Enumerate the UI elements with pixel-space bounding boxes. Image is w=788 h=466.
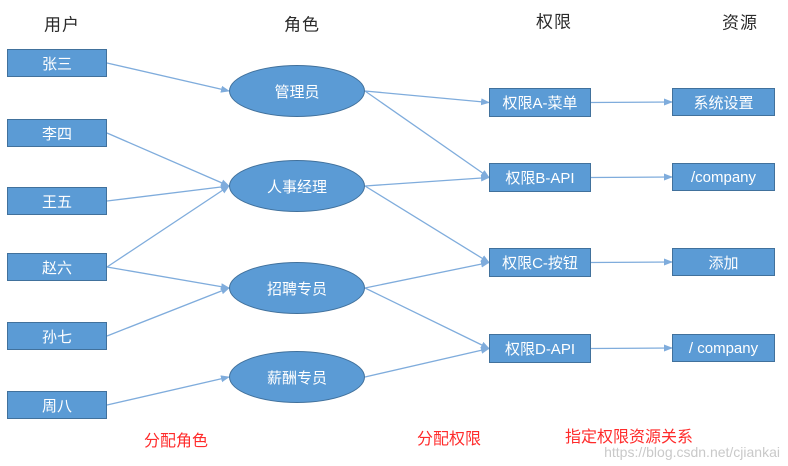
edge-user-role [106,132,230,187]
edge-user-role [106,375,230,406]
annotation-label: 分配权限 [416,431,482,448]
user-node: 周八 [7,391,107,419]
annotation-label: 指定权限资源关系 [564,429,694,446]
edge-permission-resource [590,173,673,181]
role-node: 薪酬专员 [229,351,365,403]
user-node: 赵六 [7,253,107,281]
permission-node: 权限C-按钮 [489,248,591,277]
column-header-resources: 资源 [722,13,758,33]
edge-role-permission [364,287,490,350]
edge-permission-resource [590,98,673,106]
edge-role-permission [364,90,490,179]
edge-role-permission [364,185,490,264]
role-node: 招聘专员 [229,262,365,314]
edge-user-role [106,185,230,268]
edge-user-role [106,266,230,291]
edge-role-permission [364,346,490,378]
permission-node: 权限B-API [489,163,591,192]
role-node: 管理员 [229,65,365,117]
column-header-roles: 角色 [284,15,320,35]
edge-role-permission [364,260,490,289]
resource-node: /company [672,163,775,191]
edge-role-permission [364,174,490,187]
resource-node: / company [672,334,775,362]
user-node: 李四 [7,119,107,147]
edge-user-role [106,62,230,93]
watermark: https://blog.csdn.net/cjiankai [604,444,780,460]
permission-node: 权限A-菜单 [489,88,591,117]
permission-node: 权限D-API [489,334,591,363]
column-header-permissions: 权限 [536,12,572,32]
user-node: 孙七 [7,322,107,350]
annotation-label: 分配角色 [143,433,209,450]
column-header-users: 用户 [44,15,80,35]
edge-user-role [106,183,230,202]
edge-user-role [106,287,230,337]
user-node: 王五 [7,187,107,215]
resource-node: 系统设置 [672,88,775,116]
edge-role-permission [364,90,490,106]
edge-permission-resource [590,258,673,266]
role-node: 人事经理 [229,160,365,212]
resource-node: 添加 [672,248,775,276]
edge-permission-resource [590,344,673,352]
user-node: 张三 [7,49,107,77]
